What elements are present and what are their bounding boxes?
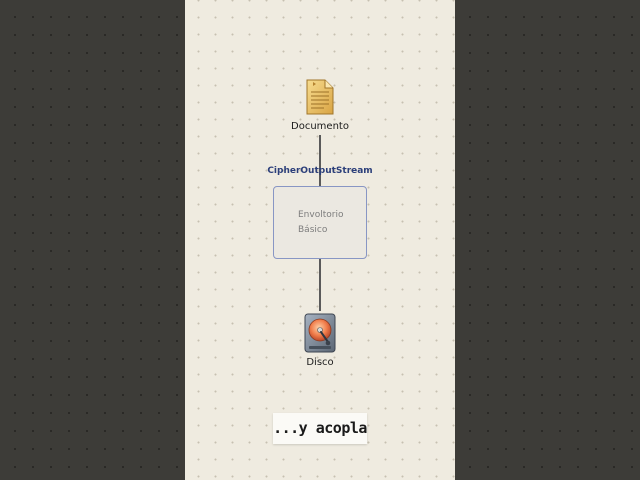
stream-title: CipherOutputStream	[267, 166, 373, 176]
disk-label: Disco	[306, 357, 334, 368]
caption-text: ...y acopla	[273, 419, 367, 437]
wrapper-label-line-2: Básico	[298, 225, 328, 235]
document-label: Documento	[291, 121, 349, 132]
hard-disk-icon	[304, 313, 336, 353]
document-icon	[304, 78, 336, 116]
caption-note: ...y acopla	[273, 413, 367, 444]
connector-document-to-stream	[319, 135, 321, 186]
wrapper-label-line-1: Envoltorio	[298, 210, 344, 220]
diagram-canvas: Documento CipherOutputStream Envoltorio …	[185, 0, 455, 480]
right-dark-margin	[455, 0, 640, 480]
connector-stream-to-disk	[319, 259, 321, 311]
basic-wrapper-box: Envoltorio Básico	[273, 186, 367, 259]
left-dark-margin	[0, 0, 185, 480]
